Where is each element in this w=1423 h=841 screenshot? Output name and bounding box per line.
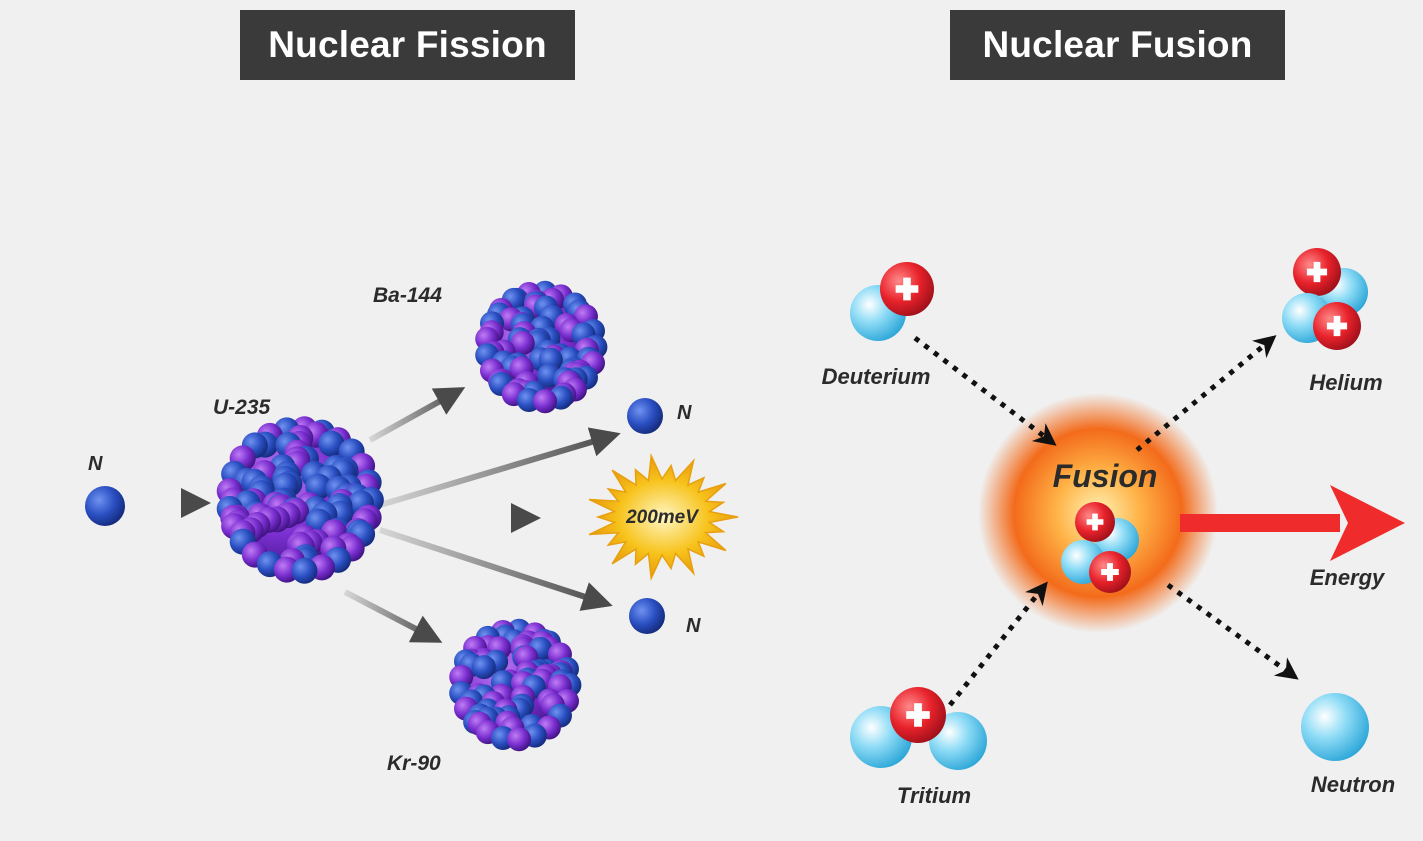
label-neutron-out-top: N [677, 402, 692, 424]
arrow-tritium-to-fusion [948, 581, 1048, 707]
fission-arrows [133, 387, 621, 643]
arrow-fusion-to-helium [1135, 335, 1277, 452]
label-helium: Helium [1309, 370, 1382, 395]
proton-ball [507, 727, 532, 752]
label-fission-energy: 200meV [625, 507, 699, 528]
arrow-fusion-to-neutron [1166, 582, 1299, 680]
label-energy: Energy [1310, 565, 1386, 590]
label-uranium: U-235 [213, 396, 271, 419]
label-tritium: Tritium [897, 783, 971, 808]
arrow-deuterium-to-fusion [913, 336, 1057, 446]
fused-nucleus [1061, 502, 1139, 593]
proton-ball [510, 331, 535, 356]
label-neutron-in: N [88, 453, 103, 475]
energy-arrow [1180, 485, 1405, 561]
label-neutron-out-bottom: N [686, 615, 701, 637]
label-neutron: Neutron [1311, 772, 1395, 797]
helium-particle [1282, 248, 1368, 350]
fusion-title: Nuclear Fusion [950, 10, 1285, 80]
proton-ball [533, 389, 558, 414]
neutron-ball [471, 655, 496, 680]
plus-icon [906, 703, 930, 727]
plus-icon [895, 277, 919, 301]
label-krypton: Kr-90 [387, 752, 441, 775]
fusion-arrows [913, 335, 1299, 707]
outgoing-neutron-top [627, 398, 663, 434]
neutron-ball [291, 557, 318, 584]
neutron-ball [318, 430, 345, 457]
uranium-nucleus [216, 416, 384, 584]
label-deuterium: Deuterium [822, 364, 931, 389]
tritium-particle [850, 687, 987, 770]
arrow-to-krypton [343, 589, 443, 643]
label-barium: Ba-144 [373, 284, 442, 307]
arrow-to-neutron-top [379, 427, 621, 508]
plus-icon [1326, 315, 1348, 337]
incoming-neutron [85, 486, 125, 526]
fission-title: Nuclear Fission [240, 10, 575, 80]
arrow-to-neutron-bottom [379, 527, 613, 611]
barium-nucleus [475, 280, 608, 414]
free-neutron [1301, 693, 1369, 761]
plus-icon [1086, 513, 1104, 531]
energy-burst [588, 452, 739, 582]
label-fusion: Fusion [1053, 458, 1158, 494]
krypton-nucleus [449, 618, 582, 752]
plus-icon [1101, 563, 1119, 581]
arrow-to-barium [368, 387, 466, 443]
deuterium-particle [850, 262, 934, 341]
neutron-sphere [1301, 693, 1369, 761]
outgoing-neutron-bottom [629, 598, 665, 634]
plus-icon [1306, 261, 1328, 283]
